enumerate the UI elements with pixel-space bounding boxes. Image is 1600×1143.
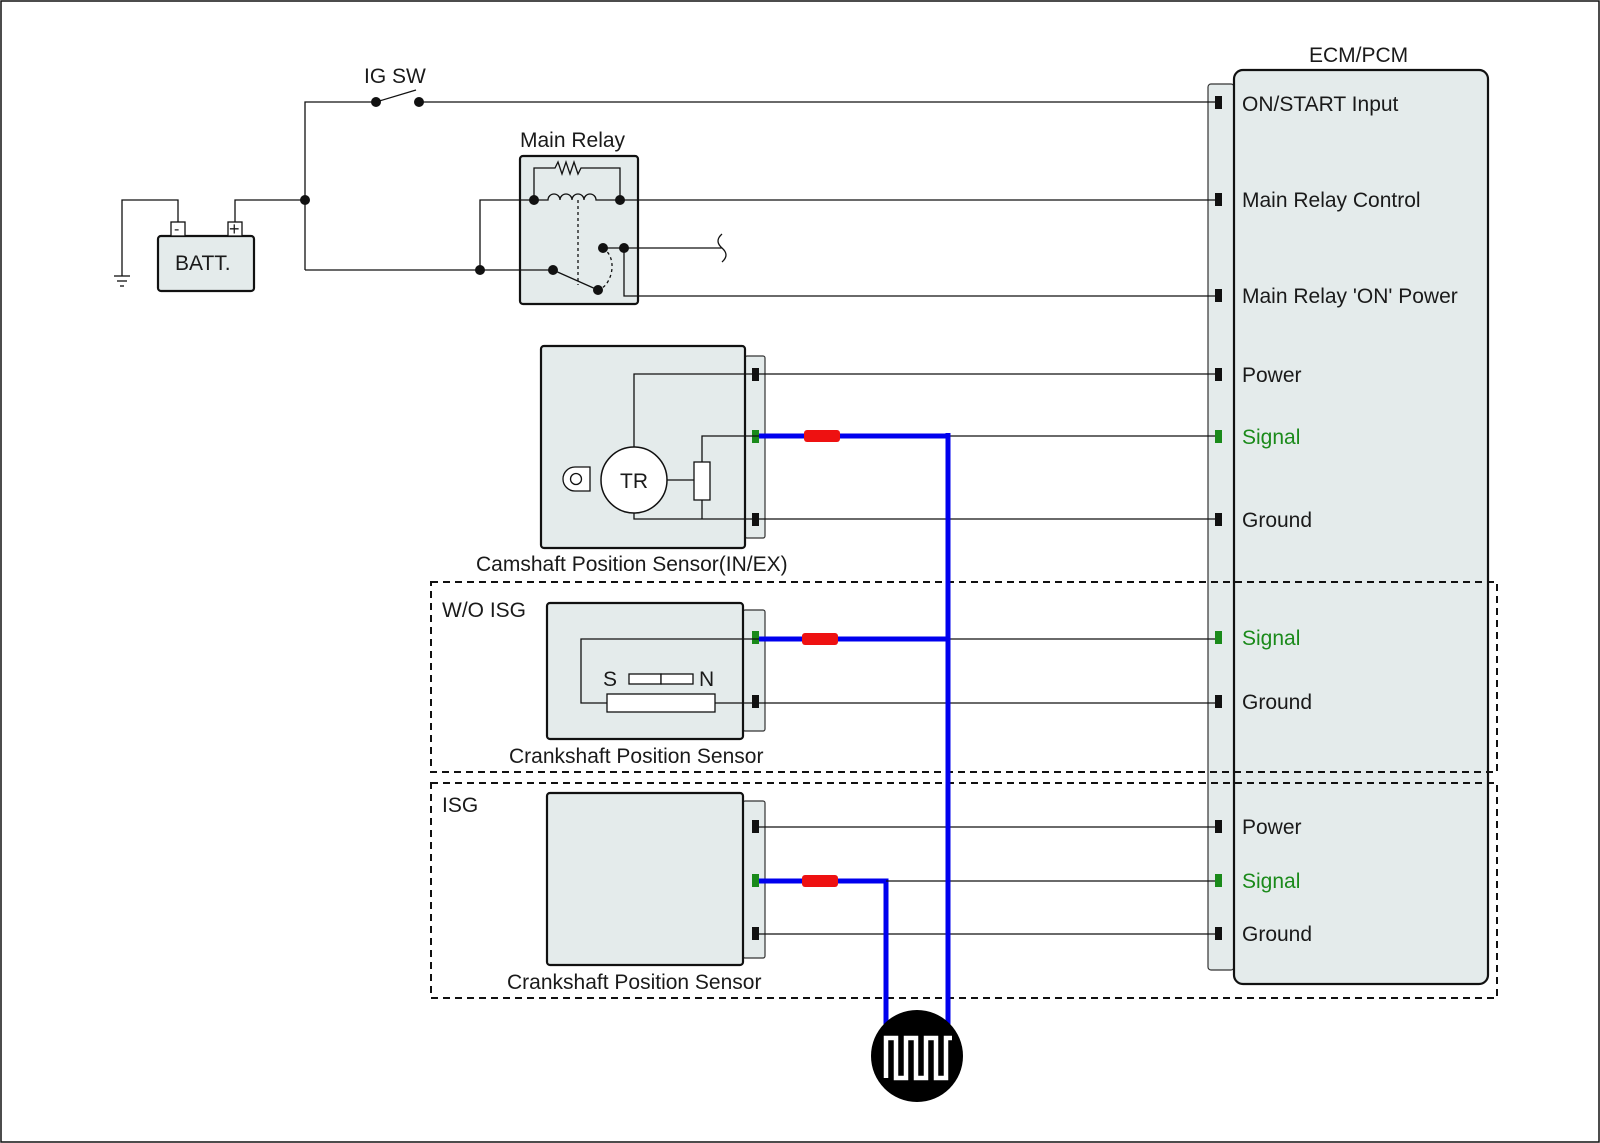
ecm-pin-main-relay-control xyxy=(1215,193,1222,206)
ig-switch-label: IG SW xyxy=(364,65,426,88)
camshaft-tr-label: TR xyxy=(620,470,648,493)
ecm-pin-cam-power xyxy=(1215,368,1222,381)
camshaft-sensor-box xyxy=(539,344,747,550)
ecm-label-crank-isg-ground: Ground xyxy=(1242,923,1312,946)
ecm-label-on-start: ON/START Input xyxy=(1242,93,1399,116)
crank-woisg-signal-resistor xyxy=(802,633,838,645)
ecm-body xyxy=(1232,68,1490,986)
battery-positive-label: + xyxy=(229,219,240,239)
relay-output-continuation-wire xyxy=(624,233,727,263)
relay-coil-feed-wire xyxy=(479,199,534,270)
ecm-pin-crank-isg-signal xyxy=(1215,874,1222,887)
ecm-title: ECM/PCM xyxy=(1309,44,1408,67)
variant-wo-isg-label: W/O ISG xyxy=(442,599,526,622)
variant-isg-label: ISG xyxy=(442,794,478,817)
battery: - + BATT. xyxy=(156,219,256,293)
ecm-label-crank-isg-power: Power xyxy=(1242,816,1302,839)
ecm-pin-main-relay-on-power xyxy=(1215,289,1222,302)
ecm-pin-crank-woisg-signal xyxy=(1215,631,1222,644)
ecm-pin-cam-ground xyxy=(1215,513,1222,526)
camshaft-sensor-connector xyxy=(744,355,766,539)
crank-woisg-pin-ground xyxy=(752,695,759,708)
ecm-pin-cam-signal xyxy=(1215,430,1222,443)
crank-isg-pin-power xyxy=(752,820,759,833)
relay-coil-icon xyxy=(533,159,621,285)
square-wave-icon xyxy=(871,1010,963,1102)
battery-label: BATT. xyxy=(175,252,231,275)
ecm-label-cam-power: Power xyxy=(1242,364,1302,387)
magnet-s-label: S xyxy=(603,668,617,691)
relay-switch-icon xyxy=(480,243,613,295)
crank-woisg-label: Crankshaft Position Sensor xyxy=(509,745,763,768)
ecm-connector-strip xyxy=(1207,83,1235,971)
crank-woisg-pin-signal xyxy=(752,631,759,644)
ecm-label-crank-isg-signal: Signal xyxy=(1242,870,1300,893)
ecm-label-crank-woisg-signal: Signal xyxy=(1242,627,1300,650)
ground-symbol-icon xyxy=(114,275,130,287)
ecm-pin-crank-woisg-ground xyxy=(1215,695,1222,708)
ecm-pin-on-start xyxy=(1215,96,1222,109)
ecm-pin-crank-isg-ground xyxy=(1215,927,1222,940)
main-relay-label: Main Relay xyxy=(520,129,626,152)
cam-signal-resistor xyxy=(804,430,840,442)
ecm-label-main-relay-on-power: Main Relay 'ON' Power xyxy=(1242,285,1458,308)
magnet-n-label: N xyxy=(699,668,714,691)
magnet-target-icon xyxy=(562,466,591,492)
ecm-pin-crank-isg-power xyxy=(1215,820,1222,833)
ecm-label-main-relay-control: Main Relay Control xyxy=(1242,189,1421,212)
battery-negative-label: - xyxy=(174,221,179,238)
variant-isg-region xyxy=(430,782,1498,999)
crank-isg-label: Crankshaft Position Sensor xyxy=(507,971,761,994)
camshaft-sensor-label: Camshaft Position Sensor(IN/EX) xyxy=(476,553,788,576)
ecm-label-cam-signal: Signal xyxy=(1242,426,1300,449)
main-relay-on-power-wire xyxy=(623,248,1215,297)
crank-isg-pin-signal xyxy=(752,874,759,887)
crank-woisg-connector xyxy=(742,609,766,732)
variant-wo-isg-region xyxy=(430,581,1498,773)
crank-isg-pin-ground xyxy=(752,927,759,940)
ecm-label-crank-woisg-ground: Ground xyxy=(1242,691,1312,714)
crank-isg-signal-resistor xyxy=(802,875,838,887)
ignition-switch xyxy=(371,89,424,107)
battery-positive-wire xyxy=(234,199,305,222)
ig-switch-feed-wire xyxy=(304,101,376,270)
ecm-label-cam-ground: Ground xyxy=(1242,509,1312,532)
camshaft-sensor-internal-circuit xyxy=(600,373,759,520)
crank-woisg-internal-circuit xyxy=(580,638,759,713)
crank-isg-box xyxy=(545,791,745,967)
battery-negative-wire xyxy=(121,199,179,276)
